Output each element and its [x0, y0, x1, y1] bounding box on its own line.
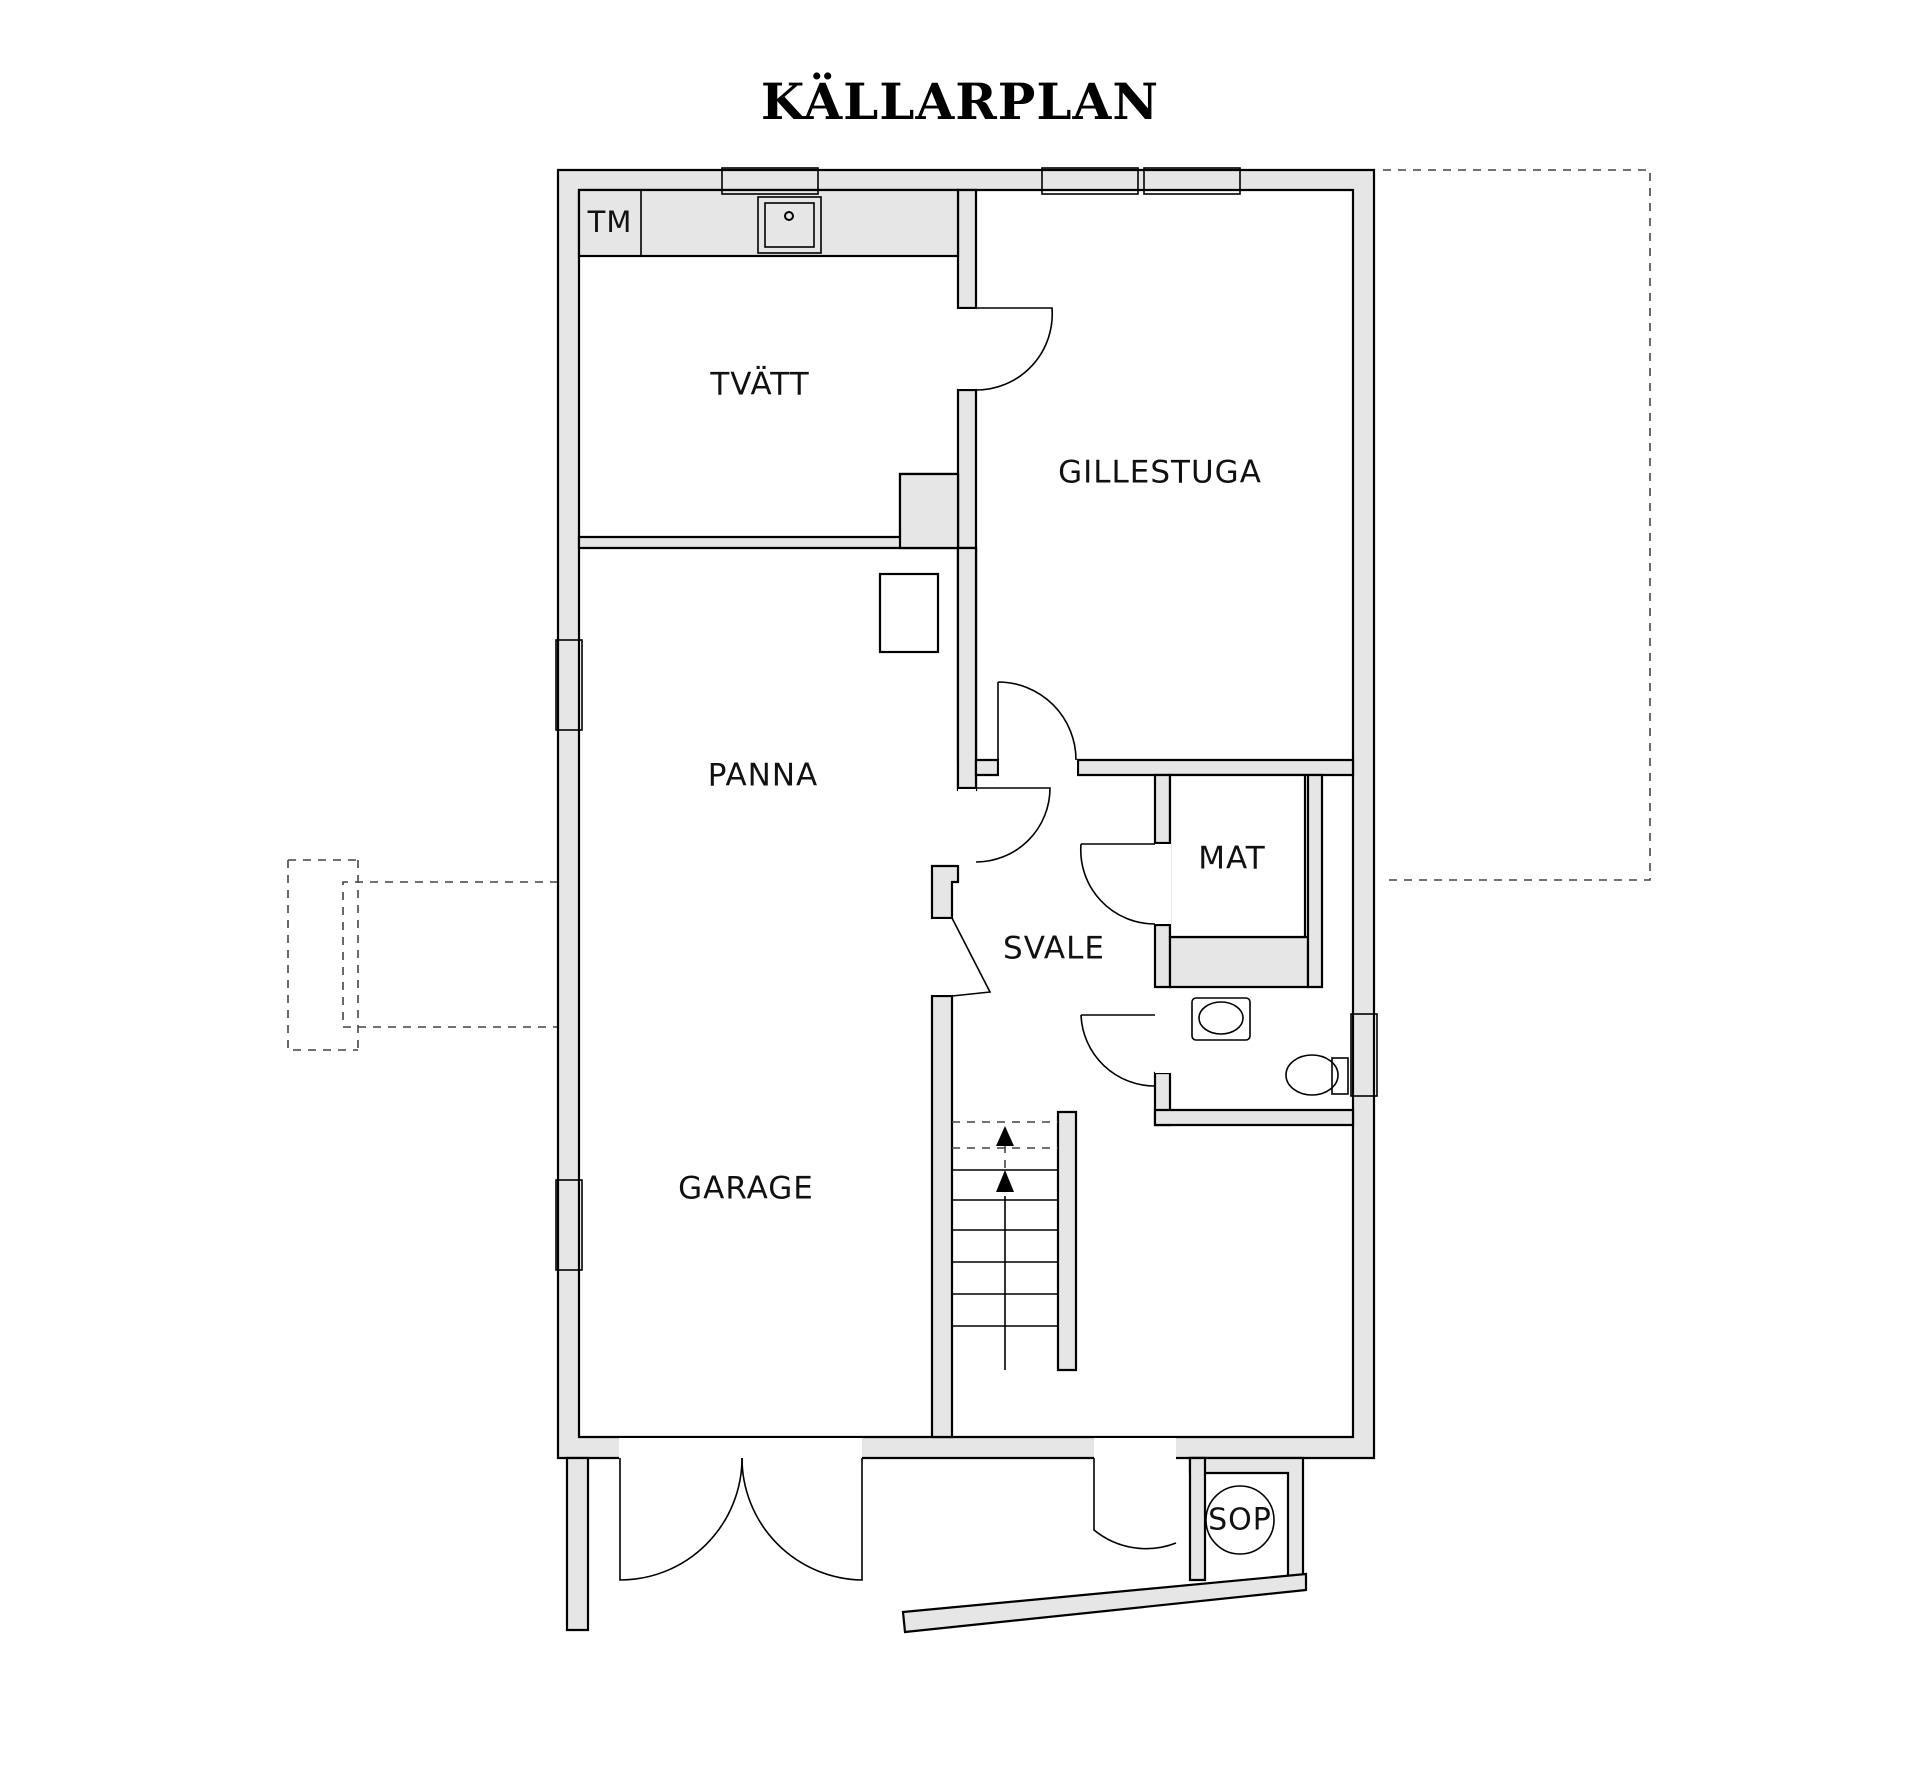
- washbasin-icon: [1191, 997, 1251, 1041]
- wall-mat-bottom: [1168, 935, 1310, 989]
- window-gillestuga-1: [1041, 167, 1139, 195]
- dashed-outlines: [287, 169, 1651, 1051]
- room-label-garage: GARAGE: [678, 1171, 814, 1207]
- wall-gillestuga-bottom: [974, 758, 1000, 777]
- wall-entry-left: [565, 1456, 590, 1632]
- wall-gillestuga-bottom-right: [1076, 758, 1355, 777]
- wall-stair: [1056, 1110, 1078, 1372]
- wall-mat-left-lower: [1153, 923, 1172, 989]
- wall-tvatt-gillestuga: [956, 188, 978, 310]
- toilet-icon: [1285, 1054, 1349, 1096]
- room-label-tvatt: TVÄTT: [709, 367, 809, 403]
- wc-fixtures: [1191, 997, 1349, 1096]
- room-label-svale: SVALE: [1003, 931, 1105, 967]
- wall-tvatt-notch: [898, 472, 960, 550]
- room-label-gillestuga: GILLESTUGA: [1058, 455, 1262, 491]
- room-label-panna: PANNA: [708, 758, 819, 794]
- sop-label: SOP: [1208, 1503, 1272, 1538]
- wall-wc-bottom: [1153, 1108, 1355, 1127]
- tm-label: TM: [587, 205, 633, 239]
- door-swings: [619, 307, 1177, 1581]
- sink-icon: [757, 196, 822, 254]
- room-label-mat: MAT: [1198, 841, 1266, 877]
- window-wc: [1350, 1013, 1378, 1097]
- window-gillestuga-2: [1143, 167, 1241, 195]
- stair-arrow-icon-2: [996, 1170, 1014, 1192]
- staircase: [952, 1121, 1058, 1370]
- window-panna: [555, 639, 583, 731]
- wall-garage-jamb: [930, 864, 960, 920]
- window-tvatt: [721, 167, 819, 195]
- wall-entry-sop-box: [1188, 1456, 1207, 1582]
- wall-mat-right: [1306, 773, 1324, 989]
- plan-title: KÄLLARPLAN: [760, 72, 1160, 131]
- laundry-counter: TM: [577, 188, 960, 258]
- wall-garage-right-lower: [930, 994, 954, 1439]
- outer-wall: [556, 168, 1376, 1460]
- windows: [555, 167, 1378, 1271]
- door-openings: [619, 309, 1176, 1460]
- window-garage: [555, 1179, 583, 1271]
- wall-garage-right-upper: [956, 546, 978, 790]
- stair-arrow-icon: [996, 1126, 1014, 1146]
- wall-entry-ramp: [901, 1572, 1308, 1634]
- boiler: [878, 572, 940, 654]
- wall-mat-left: [1153, 773, 1172, 845]
- waste-bin: SOP: [1205, 1485, 1275, 1555]
